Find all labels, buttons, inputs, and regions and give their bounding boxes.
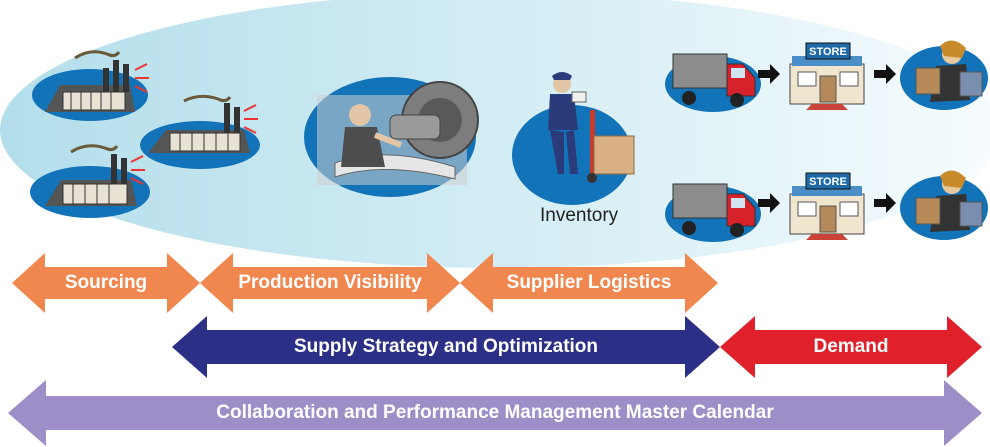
factory-icon-top — [32, 50, 149, 121]
arrow-icon — [758, 193, 780, 213]
shopper-icon — [900, 170, 988, 240]
factory-icon-middle — [140, 94, 260, 169]
production-worker-icon — [304, 77, 479, 197]
inventory-worker-icon — [512, 72, 635, 205]
store-icon: STORE — [789, 172, 865, 240]
sourcing-label: Sourcing — [64, 272, 148, 293]
arrow-icon — [874, 64, 896, 84]
arrow-icon — [758, 64, 780, 84]
collaboration-arrow — [8, 380, 982, 446]
truck-icon — [665, 183, 761, 242]
demand-label: Demand — [813, 336, 889, 357]
store-sign-text: STORE — [809, 46, 847, 58]
supply-strategy-label: Supply Strategy and Optimization — [293, 336, 599, 357]
truck-icon — [665, 53, 761, 112]
collaboration-label: Collaboration and Performance Management… — [216, 402, 774, 423]
inventory-label: Inventory — [540, 205, 619, 226]
sourcing-arrow — [12, 253, 200, 313]
factory-icon-bottom — [30, 144, 150, 218]
demand-arrow — [720, 316, 982, 378]
store-sign-text: STORE — [809, 176, 847, 188]
store-icon: STORE — [789, 42, 865, 110]
production-visibility-label: Production Visibility — [238, 272, 422, 293]
arrow-icon — [874, 193, 896, 213]
supplier-logistics-label: Supplier Logistics — [506, 272, 672, 293]
supply-strategy-arrow — [172, 316, 720, 378]
retail-flow-top: STORE — [665, 40, 988, 112]
supplier-logistics-arrow — [460, 253, 718, 313]
shopper-icon — [900, 40, 988, 110]
production-visibility-arrow — [200, 253, 460, 313]
retail-flow-bottom: STORE — [665, 170, 988, 242]
